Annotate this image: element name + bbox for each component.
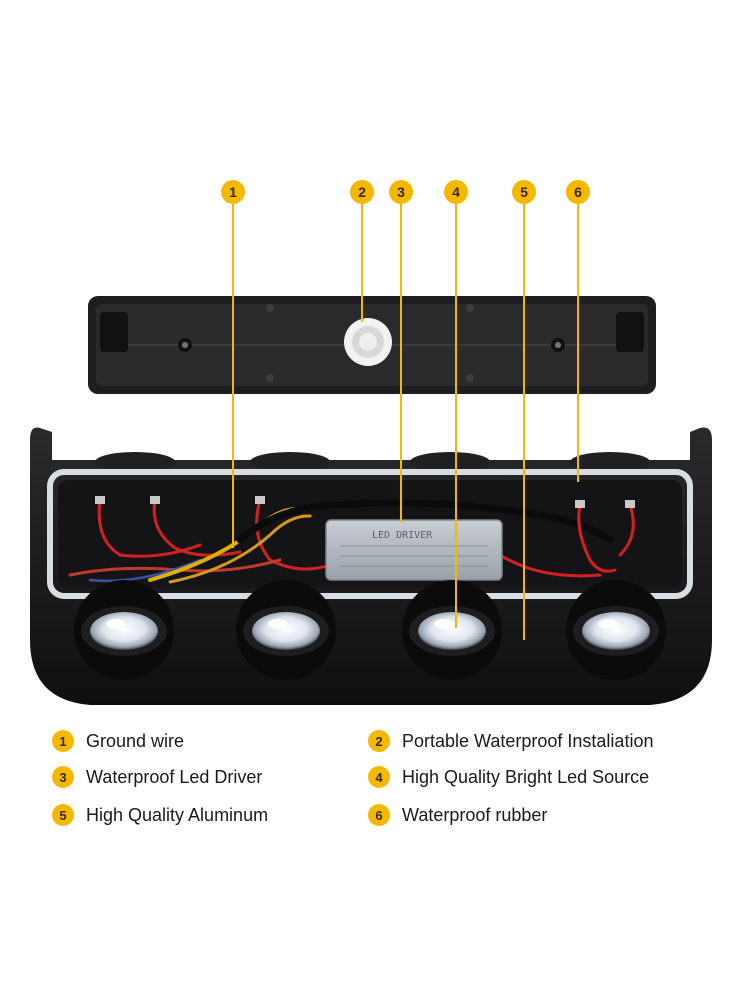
led-driver: LED DRIVER [325, 519, 503, 581]
legend-item-3: 3 Waterproof Led Driver [52, 764, 262, 790]
svg-text:3: 3 [397, 184, 405, 200]
led-driver-label: LED DRIVER [372, 530, 433, 541]
svg-text:2: 2 [358, 184, 366, 200]
legend-item-1: 1 Ground wire [52, 728, 184, 754]
svg-text:1: 1 [229, 184, 237, 200]
legend-item-6: 6 Waterproof rubber [368, 802, 547, 828]
led-lenses [74, 580, 666, 680]
cover-plate [88, 296, 656, 394]
legend-label: Ground wire [86, 730, 185, 751]
callout-badge-6: 6 [566, 180, 590, 204]
legend-item-2: 2 Portable Waterproof Instaliation [368, 728, 653, 754]
led-lens [402, 580, 502, 680]
legend-label: High Quality Aluminum [86, 804, 269, 825]
callout-badge-5: 5 [512, 180, 536, 204]
callout-badges: 1 2 3 4 5 6 [221, 180, 590, 204]
legend-label: Waterproof rubber [402, 804, 548, 825]
led-lens [566, 580, 666, 680]
svg-text:4: 4 [452, 184, 460, 200]
svg-text:5: 5 [520, 184, 528, 200]
legend-badge: 3 [52, 766, 74, 788]
leader-lines [232, 204, 579, 640]
callout-badge-2: 2 [350, 180, 374, 204]
legend-item-4: 4 High Quality Bright Led Source [368, 764, 649, 790]
legend-item-5: 5 High Quality Aluminum [52, 802, 268, 828]
led-lens [74, 580, 174, 680]
legend-badge: 1 [52, 730, 74, 752]
legend-badge: 6 [368, 804, 390, 826]
legend-badge: 5 [52, 804, 74, 826]
svg-text:6: 6 [574, 184, 582, 200]
feature-legend: 1 Ground wire 2 Portable Waterproof Inst… [0, 726, 734, 836]
callout-badge-4: 4 [444, 180, 468, 204]
wiring [68, 496, 635, 584]
callout-badge-1: 1 [221, 180, 245, 204]
legend-label: Waterproof Led Driver [86, 766, 263, 787]
led-lens [236, 580, 336, 680]
legend-label: Portable Waterproof Instaliation [402, 730, 654, 751]
legend-badge: 2 [368, 730, 390, 752]
legend-badge: 4 [368, 766, 390, 788]
callout-badge-3: 3 [389, 180, 413, 204]
legend-label: High Quality Bright Led Source [402, 766, 650, 787]
